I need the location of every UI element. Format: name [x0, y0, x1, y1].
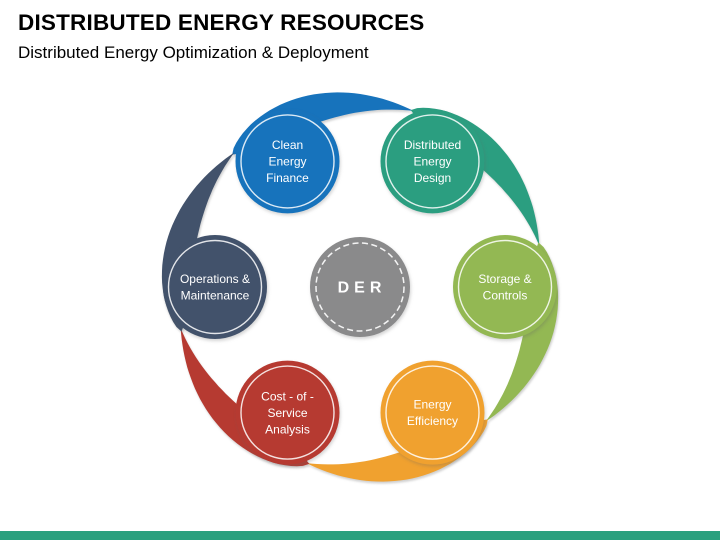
slide-title: DISTRIBUTED ENERGY RESOURCES	[18, 10, 425, 35]
node-label-line: Energy	[413, 155, 451, 169]
slide-subtitle: Distributed Energy Optimization & Deploy…	[18, 43, 369, 62]
node-inner-ring	[385, 114, 480, 209]
node-label-line: Energy	[413, 398, 451, 412]
node-inner-ring	[457, 239, 553, 335]
node-label-line: Operations &	[180, 272, 250, 286]
node-circle-cost-of-service-analysis	[235, 360, 340, 465]
node-label-line: Analysis	[265, 422, 310, 436]
slide-header: DISTRIBUTED ENERGY RESOURCES Distributed…	[18, 10, 425, 63]
node-circle-storage-controls	[453, 235, 557, 339]
node-circle-operations-maintenance	[163, 235, 267, 339]
node-label-line: Clean	[272, 138, 303, 152]
node-label-line: Design	[414, 171, 451, 185]
center-node-der: DER	[310, 237, 410, 337]
swoosh-clean-energy-finance	[232, 92, 414, 155]
node-label-operations-maintenance: Operations & Maintenance	[180, 272, 250, 303]
node-label-line: Storage &	[478, 272, 531, 286]
node-operations-maintenance: Operations & Maintenance	[163, 235, 267, 339]
node-inner-ring	[167, 239, 263, 335]
center-label: DER	[338, 280, 387, 297]
node-inner-ring	[240, 114, 335, 209]
node-label-line: Efficiency	[407, 414, 458, 428]
node-circle-distributed-energy-design	[380, 109, 485, 214]
footer-accent-bar	[0, 531, 720, 540]
node-label-line: Energy	[268, 155, 306, 169]
node-label-line: Maintenance	[181, 288, 250, 302]
node-label-line: Cost - of -	[261, 389, 314, 403]
node-label-line: Distributed	[404, 138, 461, 152]
node-storage-controls: Storage & Controls	[453, 235, 557, 339]
center-dashed-ring	[315, 242, 405, 332]
node-circle-energy-efficiency	[380, 360, 485, 465]
center-circle	[310, 237, 410, 337]
node-label-line: Controls	[483, 288, 528, 302]
node-inner-ring	[240, 365, 335, 460]
swoosh-energy-efficiency	[306, 419, 488, 482]
node-label-storage-controls: Storage & Controls	[478, 272, 531, 303]
node-circle-clean-energy-finance	[235, 109, 340, 214]
node-label-line: Finance	[266, 171, 309, 185]
node-label-line: Service	[267, 406, 307, 420]
node-inner-ring	[385, 365, 480, 460]
